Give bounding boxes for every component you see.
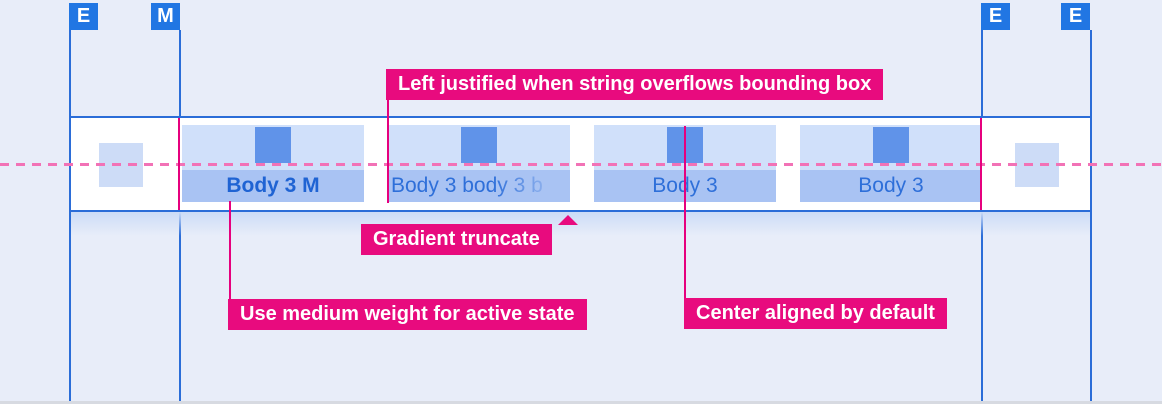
spacing-marker-m: M <box>151 3 180 30</box>
annotation-caret-icon <box>558 215 578 225</box>
tab-label: Body 3 M <box>182 170 364 202</box>
annotation-left-justified: Left justified when string overflows bou… <box>386 69 884 100</box>
guide-line-left-e <box>69 30 71 401</box>
leader-line-medium-weight <box>229 201 231 299</box>
annotation-gradient-truncate: Gradient truncate <box>361 224 552 255</box>
tab-icon-placeholder <box>461 127 497 163</box>
annotation-center-aligned: Center aligned by default <box>684 298 947 329</box>
tab-active[interactable]: Body 3 M <box>182 125 364 202</box>
guide-line-right-e-outer <box>1090 30 1092 401</box>
tabs-end-marker-line <box>980 118 982 210</box>
spacing-marker-e-left: E <box>69 3 98 30</box>
tab-overflow-truncated[interactable]: Body 3 body 3 b <box>388 125 570 202</box>
tab-icon-area <box>800 125 982 170</box>
leader-line-left-justified <box>387 100 389 203</box>
baseline-guide-dashed <box>0 163 1162 166</box>
tab-icon-area <box>182 125 364 170</box>
spacing-marker-e-right-outer: E <box>1061 3 1090 30</box>
leader-line-center-aligned <box>684 126 686 299</box>
tab-bar-shadow <box>71 212 1090 236</box>
annotation-medium-weight: Use medium weight for active state <box>228 299 587 330</box>
tab-list: Body 3 M Body 3 body 3 b Body 3 Body 3 <box>182 125 982 202</box>
tabs-start-marker-line <box>178 118 180 210</box>
tab-icon-placeholder <box>255 127 291 163</box>
tab-icon-placeholder <box>873 127 909 163</box>
tab-default-2[interactable]: Body 3 <box>800 125 982 202</box>
tab-label: Body 3 body 3 b <box>388 170 570 202</box>
spacing-marker-e-right-inner: E <box>981 3 1010 30</box>
gradient-truncate-overlay <box>492 170 570 202</box>
tab-icon-area <box>388 125 570 170</box>
tab-label: Body 3 <box>800 170 982 202</box>
